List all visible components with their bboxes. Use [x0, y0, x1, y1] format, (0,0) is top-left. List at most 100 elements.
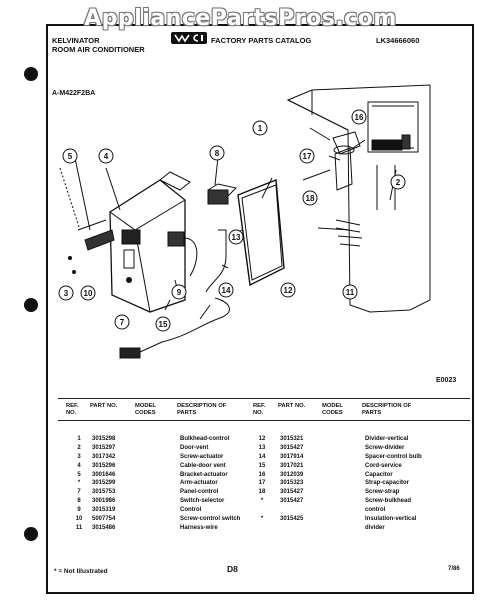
right-part-column: 3015321 3015427 3017914 3017021 3012039 …	[280, 435, 303, 533]
table-row-part: 3015427	[280, 489, 304, 496]
svg-text:17: 17	[303, 152, 312, 161]
table-row-ref: 13	[258, 444, 266, 451]
svg-text:13: 13	[232, 233, 241, 242]
table-row-part: 5007754	[92, 516, 116, 523]
table-row-part: 3017342	[92, 453, 116, 460]
callout-18: 18	[302, 190, 318, 206]
page-number: D8	[227, 564, 238, 574]
table-row-ref: 8	[77, 498, 81, 505]
table-row-ref	[255, 506, 269, 515]
table-row-description: Panel-control	[180, 489, 219, 496]
control-thermostat	[167, 231, 185, 247]
svg-text:7: 7	[120, 318, 125, 327]
table-row-part	[280, 524, 303, 533]
right-description-column: Divider-vertical Screw-divider Spacer-co…	[365, 435, 422, 533]
catalog-title: FACTORY PARTS CATALOG	[211, 36, 312, 45]
binder-hole-bottom	[24, 527, 38, 541]
table-row-part: 3015298	[92, 436, 116, 442]
table-row-ref: 5	[77, 471, 81, 478]
table-row-description: Screw-control switch	[180, 516, 241, 523]
callout-1: 1	[252, 120, 268, 136]
table-row-description: control	[365, 507, 386, 514]
vertical-divider	[237, 179, 285, 287]
callout-7: 7	[114, 314, 130, 330]
table-row-part: 3015427	[280, 498, 304, 505]
callout-5: 5	[62, 148, 78, 164]
table-row-ref: 4	[77, 462, 81, 469]
table-row-description: Switch-selector	[180, 498, 225, 505]
table-row-description: Capacitor	[365, 471, 393, 478]
table-row-part: 3015427	[280, 444, 304, 451]
table-row-description: Screw-divider	[365, 444, 405, 451]
ref-no-header-right: REF. NO.	[253, 403, 266, 416]
callout-4: 4	[98, 148, 114, 164]
table-row-description: Bracket-actuator	[180, 471, 228, 478]
table-row-ref: 17	[258, 480, 266, 487]
svg-text:2: 2	[396, 178, 401, 187]
table-row-ref	[255, 524, 269, 533]
table-row-description: Insulation-vertical	[365, 516, 417, 523]
table-row-part: 3015319	[92, 507, 116, 514]
table-row-ref: 16	[258, 471, 266, 478]
table-row-ref: 2	[77, 444, 81, 451]
table-row-description: Door-vent	[180, 444, 209, 451]
callout-10: 10	[80, 285, 96, 301]
wci-logo	[171, 32, 207, 44]
table-row-description: Screw-strap	[365, 489, 400, 496]
table-row-part	[280, 506, 303, 515]
svg-text:1: 1	[258, 124, 263, 133]
not-illustrated-note: * = Not Illustrated	[54, 568, 108, 575]
table-row-ref: 9	[77, 507, 81, 514]
actuator-bracket	[84, 229, 115, 251]
table-row-ref: 10	[75, 516, 83, 523]
svg-text:5: 5	[68, 152, 73, 161]
binder-hole-top	[24, 67, 38, 81]
catalog-number: LK34666060	[376, 36, 420, 45]
svg-text:15: 15	[159, 320, 168, 329]
table-row-description: Screw-bulkhead	[365, 498, 412, 505]
table-row-part: 3015753	[92, 489, 116, 496]
table-row-part: 3012039	[280, 471, 304, 478]
table-row-ref: 1	[77, 436, 81, 442]
table-row-description: Cable-door vent	[180, 462, 226, 469]
watermark: AppliancePartsPros.com	[84, 6, 397, 31]
table-row-description: Screw-actuator	[180, 453, 224, 460]
table-row-ref: 7	[77, 489, 81, 496]
table-row-description: Spacer-control bulb	[365, 453, 422, 460]
vent-door	[401, 134, 411, 150]
table-row-part: 3015321	[280, 436, 304, 442]
description-header-left: DESCRIPTION OF PARTS	[177, 403, 227, 416]
table-row-part: 3017021	[280, 462, 304, 469]
table-row-description: Harness-wire	[180, 524, 218, 531]
left-ref-column: 1 2 3 4 5 * 7 8 9 10 11	[74, 435, 84, 533]
table-row-part: 3001646	[92, 471, 116, 478]
callout-2: 2	[390, 174, 406, 190]
vent-opening	[367, 101, 419, 153]
selector-switch	[207, 189, 229, 205]
service-cord	[139, 297, 230, 353]
product-subtitle: ROOM AIR CONDITIONER	[52, 45, 145, 54]
table-row-part: 3001986	[92, 498, 116, 505]
callout-13: 13	[228, 229, 244, 245]
table-top-rule	[58, 398, 470, 399]
left-part-column: 3015298 3015297 3017342 3015296 3001646 …	[92, 435, 115, 533]
table-row-description: Bulkhead-control	[180, 436, 230, 442]
part-no-header-right: PART NO.	[278, 403, 306, 409]
model-number: A-M422F2BA	[52, 90, 96, 97]
callout-12: 12	[280, 282, 296, 298]
page-frame	[46, 24, 474, 594]
svg-text:12: 12	[284, 286, 293, 295]
binder-hole-middle	[24, 298, 38, 312]
svg-text:16: 16	[355, 113, 364, 122]
callout-16: 16	[351, 109, 367, 125]
table-row-ref: *	[260, 516, 264, 523]
svg-text:8: 8	[215, 149, 220, 158]
svg-text:14: 14	[222, 286, 231, 295]
model-codes-header-left: MODEL CODES	[135, 403, 156, 416]
table-row-ref: *	[77, 480, 81, 487]
table-row-part: 3015296	[92, 462, 116, 469]
table-row-description: Strap-capacitor	[365, 480, 410, 487]
table-row-part: 3015486	[92, 524, 116, 531]
table-row-ref: 15	[258, 462, 266, 469]
